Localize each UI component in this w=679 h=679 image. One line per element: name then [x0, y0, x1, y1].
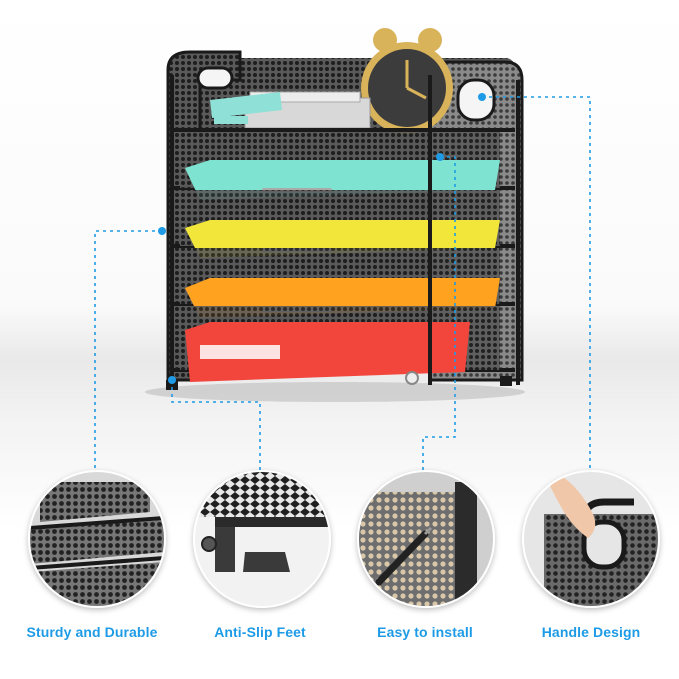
- foot-right: [500, 376, 512, 386]
- feature-photo-handle: [522, 470, 660, 608]
- tray-red-binder: [185, 322, 470, 382]
- floor-shadow: [145, 382, 525, 402]
- feature-photo-install: [357, 470, 495, 608]
- feature-photo-sturdy: [28, 470, 166, 608]
- left-handle-hole: [196, 66, 234, 90]
- alarm-clock: [361, 28, 453, 134]
- caption-sturdy-and-durable: Sturdy and Durable: [26, 624, 158, 640]
- caption-handle-design: Handle Design: [541, 624, 641, 640]
- caption-easy-to-install: Easy to install: [377, 624, 473, 640]
- caption-anti-slip-feet: Anti-Slip Feet: [214, 624, 306, 640]
- foot-left: [166, 380, 178, 390]
- stapler: [210, 92, 282, 118]
- right-handle-hole: [456, 78, 496, 122]
- feature-photo-feet: [193, 470, 331, 608]
